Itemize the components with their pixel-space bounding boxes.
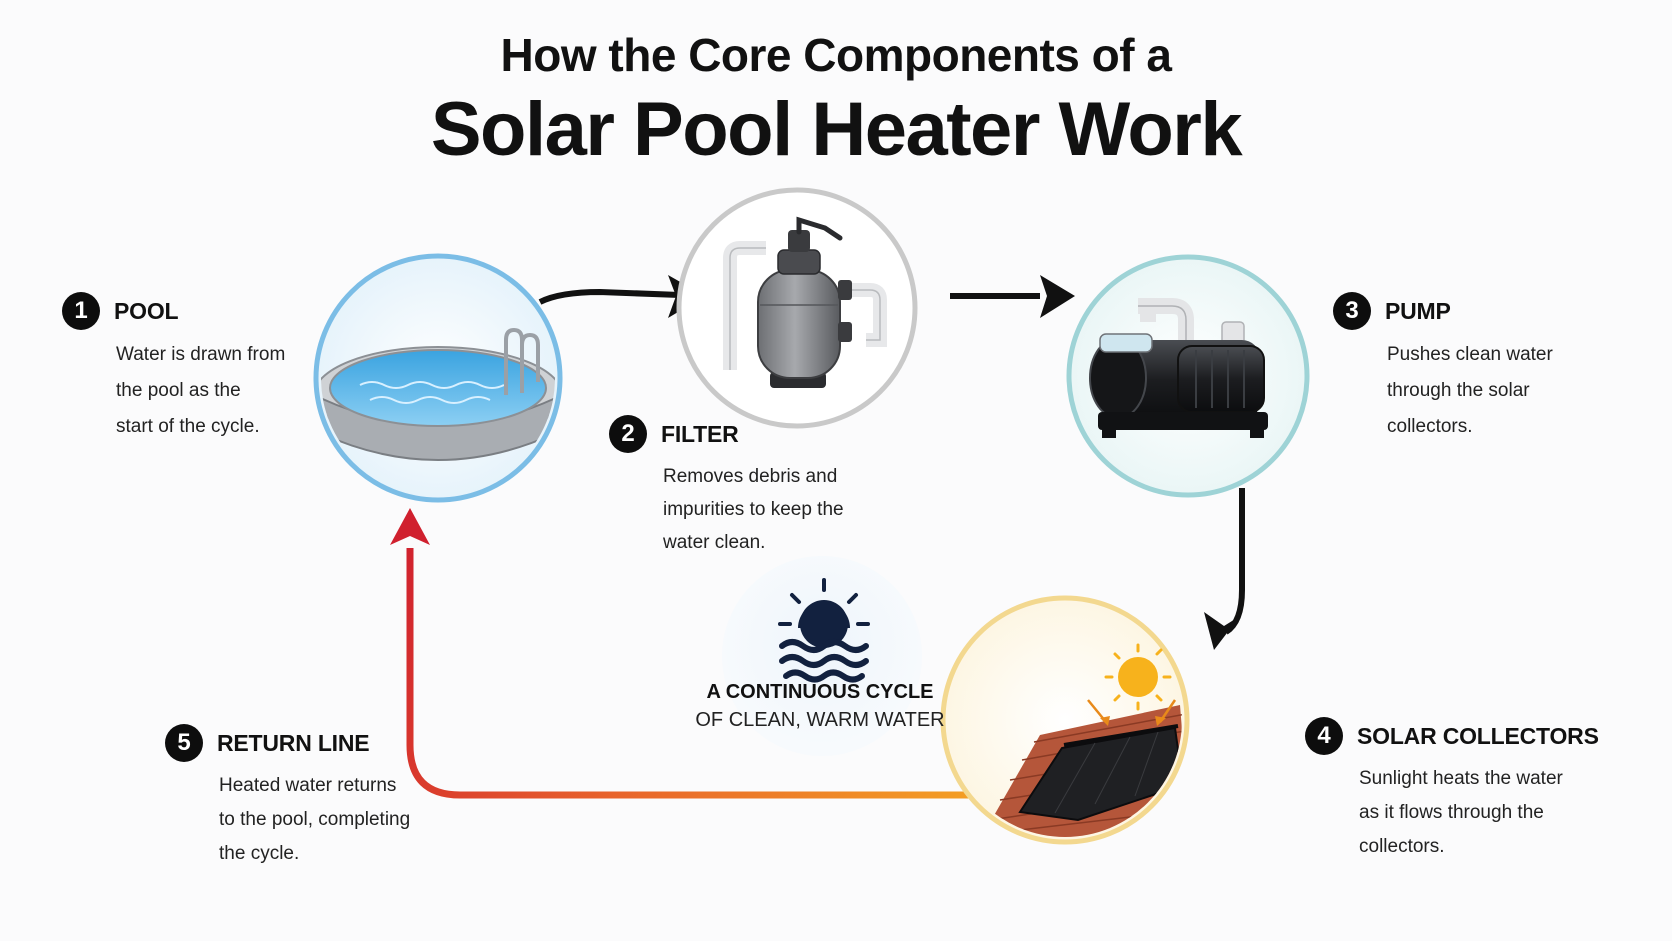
title-line-1: How the Core Components of a (500, 29, 1172, 81)
step-title: POOL (114, 297, 179, 324)
step-filter: 2 FILTER Removes debris and impurities t… (609, 414, 844, 559)
title-line-2: Solar Pool Heater Work (430, 87, 1243, 172)
step-title: SOLAR COLLECTORS (1357, 722, 1599, 749)
step-title: RETURN LINE (217, 729, 370, 756)
step-number-badge: 2 (609, 415, 647, 453)
arrow-pump-to-collectors (1204, 488, 1245, 650)
step-number-badge: 1 (62, 292, 100, 330)
step-pump: 3 PUMP Pushes clean water through the so… (1333, 291, 1553, 445)
step-description: Heated water returns to the pool, comple… (219, 775, 411, 864)
cycle-caption-line-2: OF CLEAN, WARM WATER (695, 709, 945, 731)
sun-rays (1087, 643, 1177, 726)
sun-over-water-icon (722, 556, 922, 756)
step-title: PUMP (1385, 297, 1451, 324)
solar-panel-roof-icon (940, 595, 1190, 845)
cycle-caption-line-1: A CONTINUOUS CYCLE (706, 681, 934, 703)
step-solar-collectors: 4 SOLAR COLLECTORS Sunlight heats the wa… (1305, 716, 1599, 864)
sand-filter-icon (676, 187, 918, 429)
step-number-badge: 3 (1333, 292, 1371, 330)
pool-icon (313, 253, 563, 503)
step-return-line: 5 RETURN LINE Heated water returns to th… (165, 723, 410, 871)
step-description: Pushes clean water through the solar col… (1387, 344, 1553, 437)
cycle-caption: A CONTINUOUS CYCLE OF CLEAN, WARM WATER (690, 678, 950, 734)
step-title: FILTER (661, 420, 739, 447)
step-description: Removes debris and impurities to keep th… (663, 466, 844, 553)
return-line-arrow (390, 508, 1020, 799)
step-description: Water is drawn from the pool as the star… (116, 344, 286, 437)
step-number-badge: 4 (1305, 717, 1343, 755)
arrow-filter-to-pump (950, 275, 1075, 318)
pool-pump-icon (1066, 254, 1310, 498)
step-description: Sunlight heats the water as it flows thr… (1359, 768, 1563, 857)
step-number-badge: 5 (165, 724, 203, 762)
step-pool: 1 POOL Water is drawn from the pool as t… (62, 291, 285, 445)
